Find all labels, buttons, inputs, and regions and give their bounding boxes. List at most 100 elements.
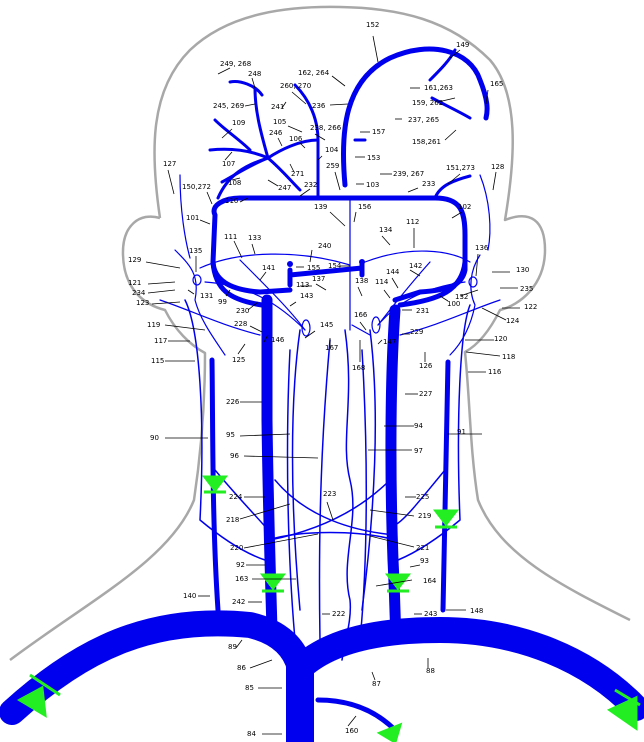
leader-138 — [358, 287, 362, 296]
label-146: 146 — [271, 336, 285, 344]
label-224: 224 — [229, 493, 243, 501]
junction-dots — [287, 259, 365, 267]
label-118: 118 — [502, 353, 515, 361]
label-90: 90 — [150, 434, 159, 442]
label-133: 133 — [248, 234, 261, 242]
label-103: 103 — [366, 181, 379, 189]
leader-144 — [392, 278, 398, 288]
label-159: 159, 262 — [412, 99, 443, 107]
label-237: 237, 265 — [408, 116, 439, 124]
leader-150 — [207, 192, 212, 204]
leader-142 — [410, 270, 420, 276]
label-147: 147 — [383, 338, 396, 346]
label-104: 104 — [325, 146, 339, 154]
label-119: 119 — [147, 321, 160, 329]
vessel-scalp-left-2 — [210, 149, 268, 158]
leader-249 — [218, 68, 230, 74]
label-168: 168 — [352, 364, 365, 372]
label-226: 226 — [226, 398, 240, 406]
label-239: 239, 267 — [393, 170, 424, 178]
label-152: 152 — [366, 21, 379, 29]
label-128: 128 — [491, 163, 504, 171]
leader-158 — [445, 130, 456, 140]
leader-136 — [476, 254, 478, 276]
label-124: 124 — [506, 317, 520, 325]
label-235: 235 — [520, 285, 533, 293]
label-161: 161,263 — [424, 84, 453, 92]
label-105: 105 — [273, 118, 286, 126]
label-144: 144 — [386, 268, 400, 276]
dot-155 — [287, 261, 293, 267]
label-102: 102 — [458, 203, 471, 211]
leader-259 — [335, 172, 340, 190]
label-167: 167 — [325, 344, 338, 352]
label-130: 130 — [516, 266, 529, 274]
label-153: 153 — [367, 154, 380, 162]
oval-left-ear — [193, 275, 201, 285]
label-148: 148 — [470, 607, 483, 615]
label-87: 87 — [372, 680, 381, 688]
leader-247 — [268, 180, 278, 186]
leader-152 — [373, 36, 378, 62]
leader-121 — [148, 282, 175, 284]
neck-network — [185, 300, 470, 660]
label-138: 138 — [355, 277, 368, 285]
label-162: 162, 264 — [298, 69, 330, 77]
vessel-face-thin-11 — [160, 300, 260, 335]
label-120: 120 — [494, 335, 507, 343]
label-228: 228 — [234, 320, 247, 328]
label-107: 107 — [222, 160, 235, 168]
vessel-right-inner-neck — [360, 350, 366, 640]
label-92: 92 — [236, 561, 245, 569]
vessel-scalp-right-3 — [435, 176, 470, 198]
leader-134 — [382, 236, 390, 245]
label-135: 135 — [189, 247, 202, 255]
leader-147 — [378, 340, 382, 344]
leader-156 — [354, 212, 356, 222]
leader-118 — [466, 352, 500, 356]
vessel-face-thin-13 — [480, 175, 490, 250]
label-225: 225 — [416, 493, 429, 501]
label-260: 260, 270 — [280, 82, 311, 90]
vessel-face-thin-8 — [352, 325, 370, 335]
label-158: 158,261 — [412, 138, 441, 146]
label-93: 93 — [420, 557, 429, 565]
leader-127 — [168, 170, 174, 194]
label-249: 249, 268 — [220, 60, 251, 68]
label-246: 246 — [269, 129, 283, 137]
leader-133 — [252, 244, 255, 254]
label-141: 141 — [262, 264, 275, 272]
label-145: 145 — [320, 321, 333, 329]
leader-114 — [384, 290, 390, 298]
label-95: 95 — [226, 431, 235, 439]
label-218: 218 — [226, 516, 239, 524]
label-85: 85 — [245, 684, 254, 692]
label-247: 247 — [278, 184, 291, 192]
label-166: 166 — [354, 311, 368, 319]
label-164: 164 — [423, 577, 437, 585]
leader-125 — [238, 344, 245, 354]
label-220: 220 — [230, 544, 243, 552]
leader-139 — [330, 212, 345, 226]
label-155: 155 — [307, 264, 320, 272]
label-143: 143 — [300, 292, 313, 300]
label-111: 111 — [224, 233, 237, 241]
label-122: 122 — [524, 303, 537, 311]
label-245: 245, 269 — [213, 102, 244, 110]
label-134: 134 — [379, 226, 393, 234]
label-157: 157 — [372, 128, 385, 136]
label-149: 149 — [456, 41, 469, 49]
dot-154 — [359, 259, 365, 265]
leader-129 — [146, 262, 180, 268]
vessel-face-thin-2 — [365, 251, 470, 262]
label-96: 96 — [230, 452, 239, 460]
label-230: 230 — [236, 307, 249, 315]
leader-87 — [372, 672, 375, 680]
label-154: 154 — [328, 262, 342, 270]
vessel-right-brachiocephalic — [300, 630, 636, 708]
label-99: 99 — [218, 298, 227, 306]
label-259: 259 — [326, 162, 339, 170]
label-129: 129 — [128, 256, 141, 264]
label-242: 242 — [232, 598, 245, 606]
label-112: 112 — [406, 218, 419, 226]
